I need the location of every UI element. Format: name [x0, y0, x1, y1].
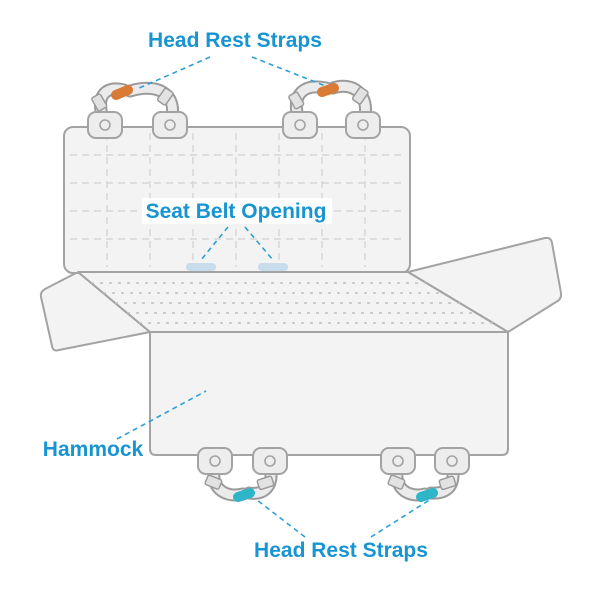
leader-line-bottom-right: [370, 498, 432, 538]
strap-tip-orange: [317, 83, 339, 97]
label-backdrop: [142, 198, 332, 224]
strap-buckle: [387, 474, 406, 490]
label-hammock: Hammock: [43, 438, 144, 461]
strap-buckle: [91, 93, 108, 112]
strap-tip-teal: [416, 488, 438, 502]
strap-buckle: [438, 475, 457, 491]
left-side-flap: [39, 271, 151, 352]
strap-buckle: [288, 91, 305, 110]
leader-line-hammock: [116, 390, 207, 440]
leader-line-bottom-left: [256, 499, 306, 538]
label-head-rest-straps-bottom: Head Rest Straps: [254, 539, 428, 562]
right-side-flap: [407, 236, 563, 333]
strap-buckle: [204, 474, 223, 490]
leader-line-top-left: [136, 56, 211, 90]
seat-belt-slot-left: [186, 263, 216, 271]
strap-tip-teal: [233, 488, 255, 502]
strap-tip-orange: [111, 85, 133, 100]
headrest-tabs-bottom: [197, 447, 470, 475]
leader-line-seatbelt-right: [244, 226, 274, 261]
headrest-tabs-top: [87, 111, 381, 139]
leader-lines: [116, 56, 432, 538]
seat-belt-slot-right: [258, 263, 288, 271]
deck-texture: [91, 282, 493, 324]
strap-buckle: [256, 475, 275, 491]
hammock-front-panel: [149, 331, 509, 456]
headrest-strap-bottom-right: [387, 465, 460, 502]
label-head-rest-straps-top: Head Rest Straps: [148, 29, 322, 52]
strap-buckle: [351, 86, 369, 105]
headrest-strap-bottom-left: [204, 465, 278, 502]
leader-line-top-right: [251, 56, 329, 88]
label-seat-belt-opening: Seat Belt Opening: [146, 200, 327, 223]
strap-buckle: [156, 87, 174, 106]
leader-line-seatbelt-left: [200, 226, 229, 261]
